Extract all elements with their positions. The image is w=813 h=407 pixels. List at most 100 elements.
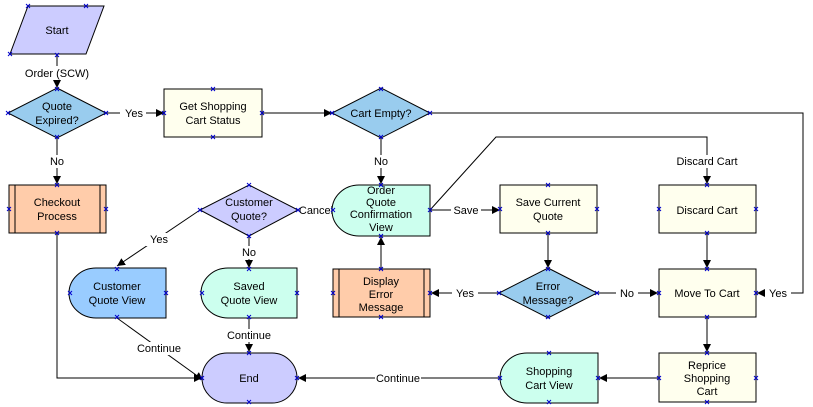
- node-discard-cart[interactable]: Discard Cart: [658, 184, 757, 234]
- edge-label-error-no: No: [620, 288, 634, 300]
- node-customer-quote[interactable]: Customer Quote?: [198, 184, 300, 237]
- connector-mark: [5, 110, 11, 116]
- node-quote-expired[interactable]: Quote Expired?: [6, 87, 108, 139]
- connector-mark: [246, 233, 252, 239]
- node-start-label: Start: [45, 25, 68, 37]
- node-move-to-cart-label: Move To Cart: [674, 288, 739, 300]
- node-save-current-quote-label-1: Save Current: [516, 197, 581, 209]
- node-order-quote-view-label-4: View: [369, 222, 393, 234]
- node-move-to-cart[interactable]: Move To Cart: [658, 268, 757, 318]
- connector-mark: [546, 350, 552, 356]
- node-display-error-label-3: Message: [359, 302, 404, 314]
- connector-mark: [161, 110, 167, 116]
- edge-label-cqv-continue: Continue: [137, 343, 181, 355]
- node-error-message-shape: [497, 267, 599, 319]
- connector-mark: [378, 266, 384, 272]
- node-display-error[interactable]: Display Error Message: [332, 268, 431, 318]
- connector-mark: [594, 290, 600, 296]
- connector-mark: [378, 314, 384, 320]
- nodes: Start Quote Expired? Get Shopping Cart S…: [6, 5, 757, 404]
- node-error-message-label-1: Error: [536, 281, 561, 293]
- edge-labels: Order (SCW) Yes No No Discard Cart Cance…: [24, 66, 791, 385]
- connector-mark: [545, 182, 551, 188]
- connector-mark: [378, 134, 384, 140]
- node-reprice-cart-label-2: Shopping: [684, 373, 731, 385]
- connector-mark: [54, 86, 60, 92]
- connector-mark: [7, 51, 13, 57]
- node-move-to-cart-shape: [658, 268, 757, 318]
- node-quote-expired-label-1: Quote: [42, 101, 72, 113]
- node-start[interactable]: Start: [9, 5, 105, 55]
- edge-label-cartempty-no: No: [374, 156, 388, 168]
- connector-mark: [6, 206, 12, 212]
- node-end-label: End: [239, 373, 259, 385]
- connector-mark: [210, 134, 216, 140]
- connector-mark: [295, 207, 301, 213]
- node-reprice-cart[interactable]: Reprice Shopping Cart: [658, 352, 757, 403]
- node-customer-quote-view-label-2: Quote View: [89, 295, 146, 307]
- node-shopping-cart-view-label-1: Shopping: [526, 366, 573, 378]
- connector-mark: [656, 375, 662, 381]
- node-start-shape: [9, 5, 105, 55]
- edge-label-discard-cart: Discard Cart: [676, 156, 737, 168]
- connector-marks: [5, 3, 759, 405]
- connector-mark: [54, 52, 60, 58]
- node-checkout-process-label-2: Process: [37, 211, 77, 223]
- node-customer-quote-view-label-1: Customer: [93, 281, 141, 293]
- node-checkout-process-label-1: Checkout: [34, 197, 80, 209]
- connector-mark: [330, 290, 336, 296]
- node-saved-quote-view[interactable]: Saved Quote View: [200, 267, 298, 319]
- node-checkout-process[interactable]: Checkout Process: [8, 184, 107, 234]
- node-order-quote-view-label-2: Quote: [366, 197, 396, 209]
- node-cart-empty-shape: [330, 87, 432, 139]
- connector-mark: [545, 266, 551, 272]
- connector-mark: [595, 375, 601, 381]
- connector-mark: [199, 375, 205, 381]
- connector-mark: [704, 350, 710, 356]
- node-order-quote-view-label-1: Order: [367, 185, 395, 197]
- node-customer-quote-label-1: Customer: [225, 197, 273, 209]
- connector-mark: [378, 182, 384, 188]
- connector-mark: [656, 290, 662, 296]
- node-shopping-cart-view[interactable]: Shopping Cart View: [499, 352, 599, 404]
- node-customer-quote-label-2: Quote?: [231, 211, 267, 223]
- node-customer-quote-view[interactable]: Customer Quote View: [68, 267, 167, 319]
- connector-mark: [294, 290, 300, 296]
- connector-mark: [546, 399, 552, 405]
- connector-mark: [103, 110, 109, 116]
- connector-mark: [497, 375, 503, 381]
- connector-mark: [704, 314, 710, 320]
- node-display-error-label-2: Error: [369, 289, 394, 301]
- connector-mark: [753, 290, 759, 296]
- node-checkout-process-shape: [8, 184, 107, 234]
- connector-mark: [704, 230, 710, 236]
- node-saved-quote-view-shape: [200, 267, 298, 319]
- connector-mark: [246, 399, 252, 405]
- node-saved-quote-view-label-1: Saved: [233, 281, 264, 293]
- connector-mark: [704, 182, 710, 188]
- node-saved-quote-view-label-2: Quote View: [221, 295, 278, 307]
- node-error-message-label-2: Message?: [523, 295, 574, 307]
- connector-mark: [246, 182, 252, 188]
- edge-label-sqv-continue: Continue: [227, 330, 271, 342]
- connector-mark: [378, 86, 384, 92]
- edge-label-order-scw: Order (SCW): [25, 68, 89, 80]
- node-reprice-cart-label-1: Reprice: [688, 360, 726, 372]
- connector-mark: [246, 350, 252, 356]
- node-discard-cart-label: Discard Cart: [676, 205, 737, 217]
- node-end[interactable]: End: [201, 352, 298, 404]
- edge-label-custquote-yes: Yes: [150, 234, 168, 246]
- connector-mark: [83, 3, 89, 9]
- edge-label-quote-yes: Yes: [125, 108, 143, 120]
- connector-mark: [753, 206, 759, 212]
- connector-mark: [329, 110, 335, 116]
- connector-mark: [294, 375, 300, 381]
- node-error-message[interactable]: Error Message?: [497, 267, 599, 319]
- node-order-quote-view[interactable]: Order Quote Confirmation View: [331, 184, 431, 237]
- connector-mark: [54, 230, 60, 236]
- node-quote-expired-shape: [6, 87, 108, 139]
- node-cart-empty[interactable]: Cart Empty?: [330, 87, 432, 139]
- connector-mark: [427, 207, 433, 213]
- node-save-current-quote[interactable]: Save Current Quote: [499, 184, 598, 234]
- node-get-cart-status[interactable]: Get Shopping Cart Status: [163, 88, 263, 138]
